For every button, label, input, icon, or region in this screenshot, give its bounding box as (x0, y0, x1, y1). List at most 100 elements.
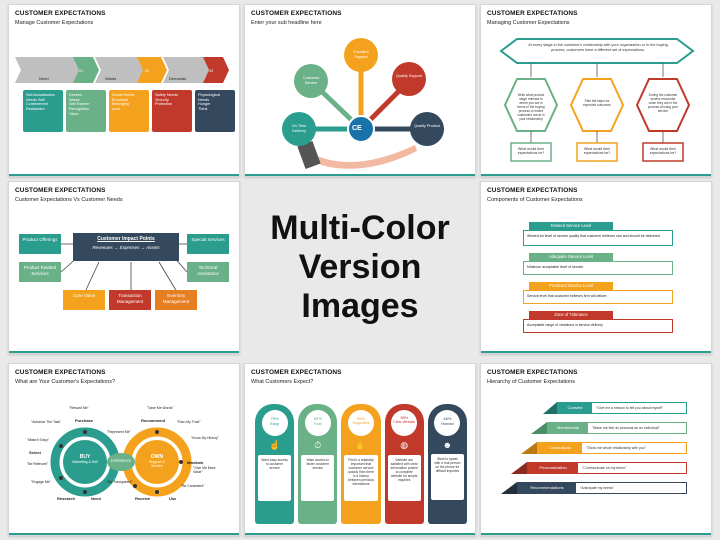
box-transaction-management: Transaction Management (109, 290, 151, 310)
level-zone-of-tolerance: Zone of Tolerance Acceptable range of va… (523, 311, 673, 333)
heading-line-1: Multi-Color (270, 208, 450, 247)
slide-subtitle: Managing Customer Expectations (487, 20, 570, 26)
hex-text-3: During the customer service encounter wh… (647, 93, 679, 113)
stage-need: Need (91, 496, 101, 501)
hex-text-2: Plan the steps for expected outcomes (583, 99, 611, 107)
stopwatch-icon: ⏱ (314, 440, 322, 450)
support-icon: ✋ (355, 440, 367, 450)
hierarchy-pyramid (501, 402, 557, 494)
slide-title: CUSTOMER EXPECTATIONS (251, 369, 342, 376)
quote-be-consistent: "Be Consistent" (181, 484, 205, 488)
slide-thumbnail-6[interactable]: CUSTOMER EXPECTATIONS What are Your Cust… (8, 363, 240, 536)
slide-title: CUSTOMER EXPECTATIONS (15, 187, 106, 194)
hex-flow-diagram (499, 38, 695, 162)
slide-subtitle: What Customers Expect? (251, 379, 314, 385)
box-core-value: Core Value (63, 290, 105, 310)
question-3: What would their expectations be? (649, 147, 677, 155)
quote-give-me-more-value: "Give Me More Value" (193, 466, 216, 474)
stage-select: Select (29, 450, 41, 455)
card-supportive: 55% Supportive ✋ Find it a relatively im… (341, 404, 381, 524)
node-quality-support: Quality Support (395, 74, 423, 78)
hub-center-label: CE (352, 125, 362, 132)
quote-make-it-easy: "Make It Easy" (27, 438, 50, 442)
box-technical-assistance: Technical Assistance (187, 262, 229, 282)
slide-title: CUSTOMER EXPECTATIONS (15, 369, 106, 376)
process-arrows (15, 57, 229, 83)
quote-reward-me: "Reward Me" (69, 406, 89, 410)
question-2: What would their expectations be? (583, 147, 611, 155)
slide-thumbnail-2[interactable]: CUSTOMER EXPECTATIONS Enter your sub hea… (244, 4, 476, 177)
box-product-related-services: Product Related Services (19, 262, 61, 282)
quote-advance-the-task: "Advance The Task" (31, 420, 62, 424)
step-demands: Demands (169, 76, 187, 81)
tier-membership: Membership "Make me feel as personal as … (547, 422, 687, 434)
quote-save-me-words: "Save Me Words" (147, 406, 174, 410)
experience-label: EXPERIENCE (110, 459, 132, 463)
step-num-2: 02 (145, 69, 150, 73)
node-excellent-support: Excellent Support (353, 50, 369, 59)
expectation-cards: 75% Easy ☝ Want easy access to customer … (255, 404, 468, 524)
stage-recommend: Recommend (141, 418, 166, 423)
slide-subtitle: Enter your sub headline here (251, 20, 322, 26)
slide-subtitle: Manage Customer Expectations (15, 20, 94, 26)
level-desired: Desired Service Level Wished-for level o… (523, 222, 673, 246)
buy-own-cycle (50, 427, 192, 497)
tier-personalization: Personalization "Communicate on my terms… (527, 462, 687, 474)
person-icon: ☻ (442, 440, 453, 450)
buy-label: BUY Marketing & Sell (72, 454, 98, 464)
slide-subtitle: What are Your Customer's Expectations? (15, 379, 116, 385)
slide-title: CUSTOMER EXPECTATIONS (251, 10, 342, 17)
hex-text-1: Write what product stage relevant to whe… (517, 93, 545, 121)
quote-represent-me: "Represent Me" (107, 430, 131, 434)
stage-purchase: Purchase (75, 418, 94, 423)
stage-maintain: Maintain (187, 460, 204, 465)
slide-thumbnail-3[interactable]: CUSTOMER EXPECTATIONS Managing Customer … (480, 4, 712, 177)
tier-recommendations: Recommendations "Anticipate my needs" (517, 482, 687, 494)
quote-earn-my-trust: "Earn My Trust" (177, 420, 201, 424)
quote-know-my-history: "Know My History" (191, 436, 219, 440)
card-human: 46% Human ☻ Want to speak with a real pe… (427, 404, 468, 524)
center-heading: Multi-Color Version Images (244, 181, 476, 354)
context-banner: At every stage in the customer's relatio… (528, 43, 668, 52)
slide-thumbnail-7[interactable]: CUSTOMER EXPECTATIONS What Customers Exp… (244, 363, 476, 536)
slide-title: CUSTOMER EXPECTATIONS (487, 10, 578, 17)
box-product-offerings: Product Offerings (19, 234, 61, 254)
impact-points-box: Customer Impact Points Revenues → Expens… (73, 233, 179, 261)
hand-icon: ☝ (268, 440, 281, 450)
slide-thumbnail-8[interactable]: CUSTOMER EXPECTATIONS Hierarchy of Custo… (480, 363, 712, 536)
slide-thumbnail-4[interactable]: CUSTOMER EXPECTATIONS Customer Expectati… (8, 181, 240, 354)
hub-diagram (282, 38, 444, 170)
level-predicted: Predicted Service Level Service level th… (523, 282, 673, 304)
node-quality-product: Quality Product (414, 124, 440, 128)
node-on-time-delivery: On-Time Delivery (291, 124, 307, 133)
level-adequate: Adequate Service Level Minimum acceptabl… (523, 253, 673, 275)
slide-thumbnail-5[interactable]: CUSTOMER EXPECTATIONS Components of Cust… (480, 181, 712, 354)
stage-use: Use (169, 496, 177, 501)
question-1: What would their expectations be? (517, 147, 545, 155)
card-easy: 75% Easy ☝ Want easy access to customer … (255, 404, 295, 524)
step-need: Need (39, 76, 49, 81)
heading-line-2: Version Images (298, 247, 422, 326)
service-levels: Desired Service Level Wished-for level o… (523, 222, 673, 333)
slide-thumbnail-1[interactable]: CUSTOMER EXPECTATIONS Manage Customer Ex… (8, 4, 240, 177)
step-num-3: 03 (209, 69, 214, 73)
step-wants: Wants (105, 76, 117, 81)
box-special-services: Special Services (187, 234, 229, 254)
slide-title: CUSTOMER EXPECTATIONS (487, 187, 578, 194)
globe-icon: ◍ (400, 440, 409, 450)
slide-subtitle: Components of Customer Expectations (487, 197, 583, 203)
quote-be-relevant: "Be Relevant" (27, 462, 48, 466)
slide-title: CUSTOMER EXPECTATIONS (15, 10, 106, 17)
tier-consent: Consent "Give me a reason to tell you ab… (557, 402, 687, 414)
own-label: OWN Support & Service (149, 454, 165, 468)
card-fast: 69% Fast ⏱ Want access to faster custome… (298, 404, 338, 524)
node-customer-service: Customer Service (302, 76, 320, 85)
tier-conclusions: Conclusions "Show me whole relationship … (537, 442, 687, 454)
box-inventory-management: Inventory Management (155, 290, 197, 310)
slide-subtitle: Hierarchy of Customer Expectations (487, 379, 576, 385)
